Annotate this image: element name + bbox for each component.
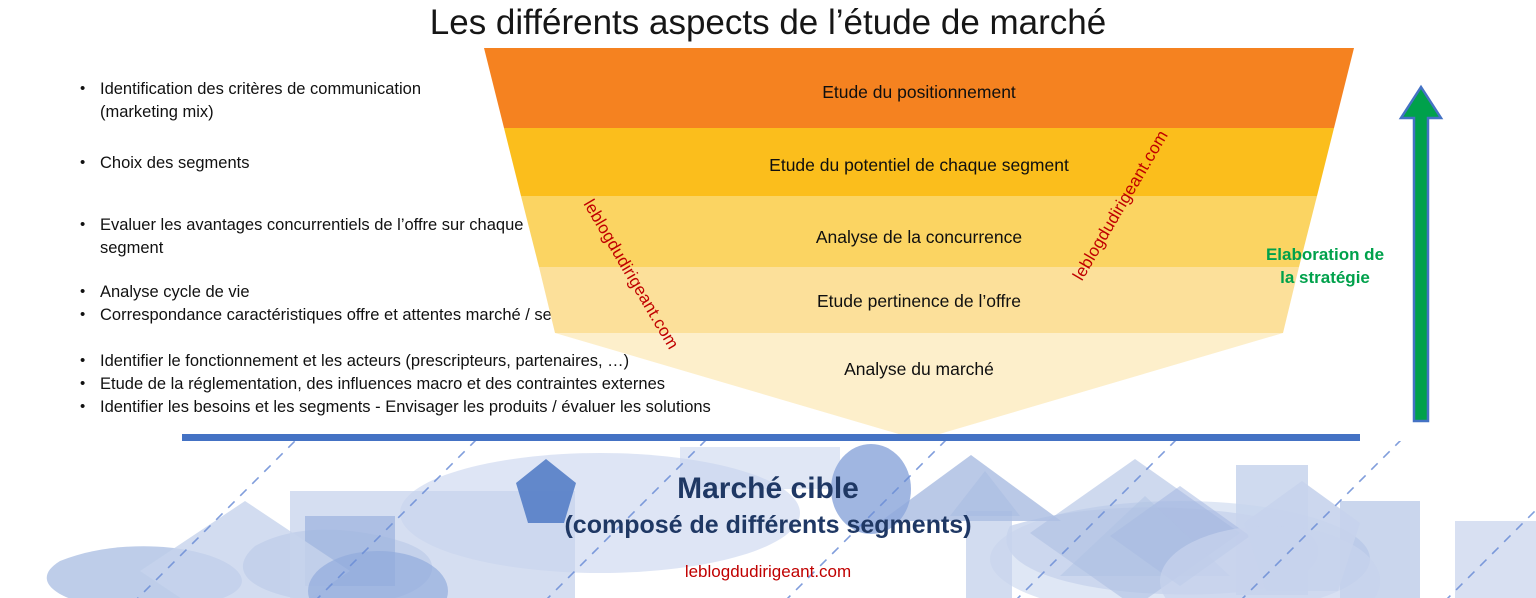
list-item: Analyse cycle de vie [72, 280, 692, 304]
rect-shape [680, 447, 840, 489]
target-market-band [0, 441, 1536, 598]
bullet-group-cycle-vie: Analyse cycle de vie Correspondance cara… [72, 280, 692, 327]
watermark-left: leblogdudirigeant.com [579, 196, 683, 353]
funnel-stage-label-1: Etude du positionnement [822, 82, 1016, 102]
funnel-stage-label-2: Etude du potentiel de chaque segment [769, 155, 1069, 175]
list-item: Correspondance caractéristiques offre et… [72, 303, 692, 327]
bottom-credit: leblogdudirigeant.com [684, 562, 852, 581]
decorative-shapes [46, 441, 1536, 598]
bullet-group-fonctionnement: Identifier le fonctionnement et les acte… [72, 349, 792, 419]
strategy-arrow-up-icon [1398, 84, 1444, 423]
page-title: Les différents aspects de l’étude de mar… [429, 3, 1107, 42]
pentagon-shape [516, 459, 576, 523]
list-item: Etude de la réglementation, des influenc… [72, 372, 792, 396]
watermark-right: leblogdudirigeant.com [1069, 127, 1172, 284]
bullet-group-segments: Choix des segments [72, 151, 492, 175]
dashed-diagonal-lines [136, 441, 1536, 598]
funnel-stage-label-3: Analyse de la concurrence [815, 227, 1023, 247]
funnel-stage-label-5: Analyse du marché [844, 359, 994, 379]
strategy-caption: Elaboration de la stratégie [1245, 243, 1405, 289]
diamond-shape [140, 501, 350, 598]
list-item: Identifier le fonctionnement et les acte… [72, 349, 792, 373]
bullet-group-avantages: Evaluer les avantages concurrentiels de … [72, 213, 542, 260]
triangle-shape [950, 471, 1020, 516]
divider-line [182, 434, 1360, 441]
rect-shape [966, 511, 1012, 598]
strategy-caption-line2: la stratégie [1280, 268, 1370, 287]
circle-shape [831, 444, 911, 534]
circle-shape [308, 551, 448, 598]
list-item: Identification des critères de communica… [72, 77, 492, 124]
circle-shape [1160, 526, 1380, 598]
rect-shape [1455, 521, 1536, 598]
triangle-shape [881, 455, 1061, 521]
bullet-group-communication: Identification des critères de communica… [72, 77, 492, 124]
list-item: Identifier les besoins et les segments -… [72, 395, 792, 419]
strategy-caption-line1: Elaboration de [1265, 245, 1385, 264]
funnel-stage-label-4: Etude pertinence de l’offre [817, 291, 1021, 311]
list-item: Evaluer les avantages concurrentiels de … [72, 213, 542, 260]
list-item: Choix des segments [72, 151, 492, 175]
